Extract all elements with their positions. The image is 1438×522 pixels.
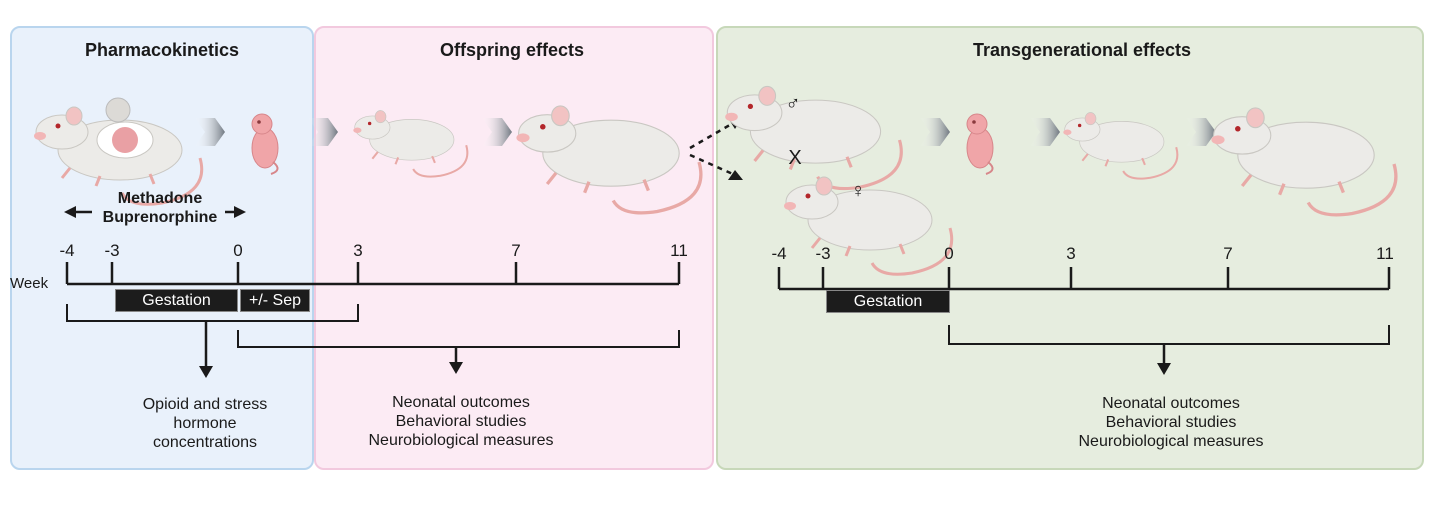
cross-symbol: X: [788, 147, 802, 169]
outcome-pk-line2: hormone: [173, 415, 237, 432]
transgenerational-effects-title: Transgenerational effects: [972, 40, 1192, 60]
tick-left-11: 11: [670, 241, 688, 260]
juvenile-rat-illustration-right: [1062, 111, 1179, 180]
outcome-tg-line2: Behavioral studies: [1105, 414, 1237, 431]
outcome-off-line1: Neonatal outcomes: [392, 394, 530, 411]
tick-left-minus3: -3: [104, 241, 120, 260]
bracket-offspring: [237, 330, 680, 348]
pharmacokinetics-title: Pharmacokinetics: [84, 40, 240, 60]
separation-block: +/- Sep: [240, 289, 310, 312]
outcome-pk-line1: Opioid and stress: [142, 396, 268, 413]
outcome-transgenerational: Neonatal outcomes Behavioral studies Neu…: [1056, 394, 1286, 451]
tick-right-minus3: -3: [815, 244, 831, 263]
bracket-transgenerational: [948, 325, 1390, 345]
arrow-chevron-5: [1030, 118, 1060, 146]
tick-right-minus4: -4: [771, 244, 787, 263]
gestation-block-left: Gestation: [115, 289, 238, 312]
arrow-chevron-6: [1186, 118, 1216, 146]
offspring-effects-title: Offspring effects: [439, 40, 585, 60]
outcome-pk-line3: concentrations: [152, 434, 258, 451]
outcome-off-line2: Behavioral studies: [395, 413, 527, 430]
pregnant-rat-illustration: [32, 97, 204, 206]
arrow-chevron-4: [920, 118, 950, 146]
arrow-chevron-3: [482, 118, 512, 146]
bracket-pharmacokinetics: [66, 304, 359, 322]
male-symbol: ♂: [785, 93, 801, 115]
transgenerational-effects-panel: [716, 26, 1424, 470]
drug-methadone: Methadone: [117, 190, 203, 207]
pharmacokinetics-panel: [10, 26, 314, 470]
pup-illustration-right: [966, 113, 994, 175]
drug-buprenorphine: Buprenorphine: [102, 209, 218, 226]
dashed-arrow-to-male: [689, 120, 736, 150]
timeline-left-axis: [65, 262, 681, 286]
adult-rat-illustration: [514, 104, 703, 215]
week-label: Week: [10, 275, 49, 292]
gestation-block-right: Gestation: [826, 290, 950, 313]
male-rat-illustration: [723, 84, 903, 191]
tick-right-7: 7: [1223, 244, 1233, 263]
arrow-chevron-1: [195, 118, 225, 146]
outcome-off-line3: Neurobiological measures: [368, 432, 554, 449]
adult-rat-illustration-right: [1209, 106, 1398, 217]
tick-left-7: 7: [511, 241, 521, 260]
juvenile-rat-illustration: [352, 109, 469, 178]
tick-right-11: 11: [1376, 244, 1394, 263]
female-symbol: ♀: [850, 180, 866, 202]
tick-left-0: 0: [233, 241, 243, 260]
arrow-chevron-2: [308, 118, 338, 146]
tick-right-3: 3: [1066, 244, 1076, 263]
tick-left-minus4: -4: [59, 241, 75, 260]
tick-left-3: 3: [353, 241, 363, 260]
dashed-arrow-to-female: [689, 153, 736, 177]
outcome-tg-line1: Neonatal outcomes: [1102, 395, 1240, 412]
outcome-pk: Opioid and stress hormone concentrations: [120, 395, 290, 452]
timeline-right-axis: [777, 267, 1391, 291]
outcome-offspring: Neonatal outcomes Behavioral studies Neu…: [346, 393, 576, 450]
pup-illustration-left: [251, 113, 279, 175]
tick-right-0: 0: [944, 244, 954, 263]
outcome-tg-line3: Neurobiological measures: [1078, 433, 1264, 450]
offspring-effects-panel: [314, 26, 714, 470]
